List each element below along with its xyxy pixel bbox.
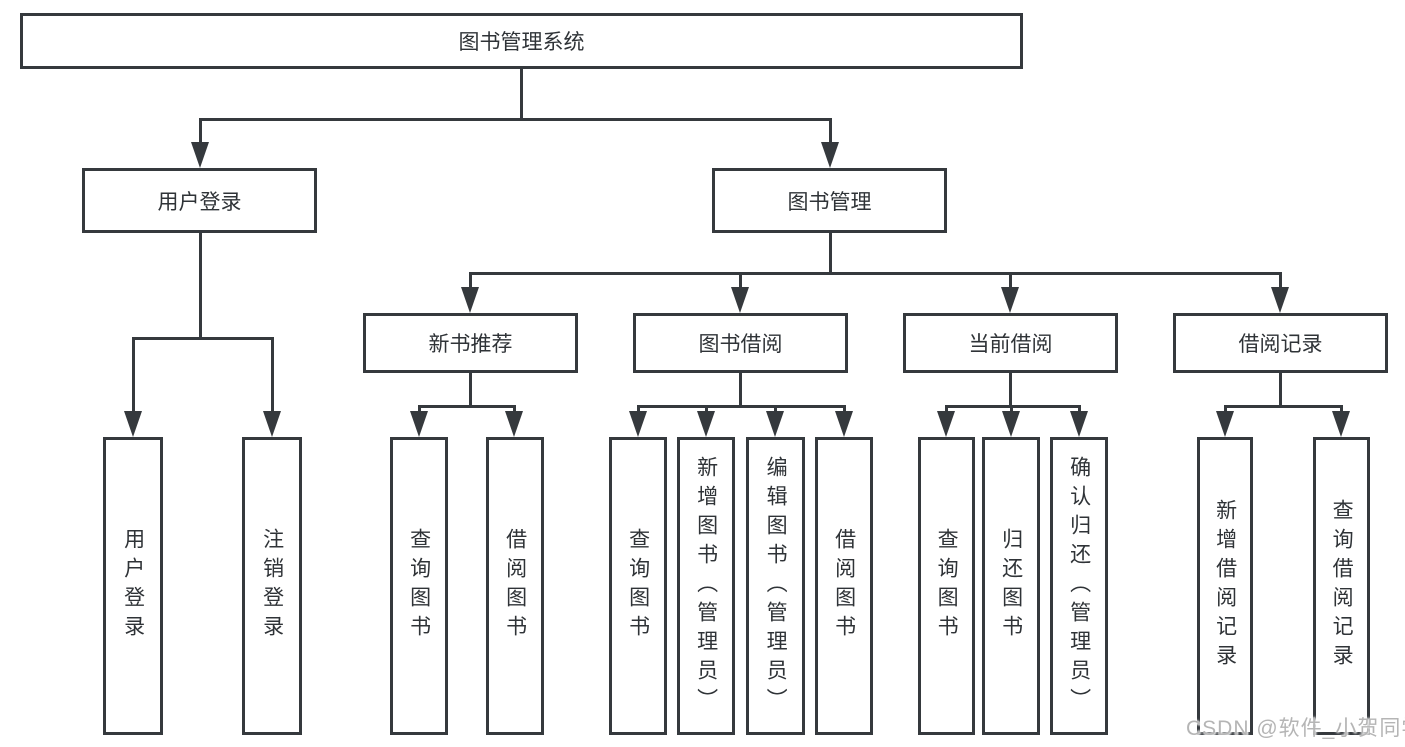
- node-current-borrow-label: 当前借阅: [968, 333, 1053, 356]
- connector-new-book-branch: [418, 405, 516, 408]
- connector-to-user-login: [199, 118, 202, 148]
- connector-borrow-record-stem: [1279, 373, 1282, 406]
- arrow-to-leaf-logout: [263, 411, 281, 437]
- leaf-logout: 注销登录: [242, 437, 302, 735]
- connector-l3-branch: [469, 272, 1282, 275]
- node-new-book-recommend: 新书推荐: [363, 313, 578, 373]
- connector-root-stem: [520, 68, 523, 118]
- leaf-user-login: 用户登录: [103, 437, 163, 735]
- connector-to-borrow-record: [1279, 272, 1282, 294]
- leaf-nb-query-books: 查询图书: [390, 437, 448, 735]
- leaf-cb-confirm-return-admin-label: 确认归还（管理员）: [1067, 455, 1091, 717]
- leaf-br-add-record-label: 新增借阅记录: [1213, 499, 1237, 673]
- leaf-cb-query-books-label: 查询图书: [935, 528, 959, 644]
- connector-book-mgmt-stem: [829, 232, 832, 274]
- leaf-user-login-label: 用户登录: [121, 528, 145, 644]
- leaf-bb-edit-books-admin: 编辑图书（管理员）: [746, 437, 805, 735]
- connector-to-new-book: [469, 272, 472, 294]
- leaf-bb-borrow-books-label: 借阅图书: [832, 528, 856, 644]
- connector-to-book-borrow: [739, 272, 742, 294]
- arrow-to-bb-add: [697, 411, 715, 437]
- leaf-nb-query-books-label: 查询图书: [407, 528, 431, 644]
- node-new-book-recommend-label: 新书推荐: [428, 333, 513, 356]
- node-borrow-record-label: 借阅记录: [1238, 333, 1323, 356]
- node-user-login: 用户登录: [82, 168, 317, 233]
- arrow-to-cb-confirm: [1070, 411, 1088, 437]
- leaf-br-add-record: 新增借阅记录: [1197, 437, 1253, 735]
- leaf-bb-query-books-label: 查询图书: [626, 528, 650, 644]
- leaf-logout-label: 注销登录: [260, 528, 284, 644]
- arrow-to-book-borrow: [731, 287, 749, 313]
- connector-book-borrow-stem: [739, 373, 742, 406]
- leaf-bb-borrow-books: 借阅图书: [815, 437, 873, 735]
- leaf-br-query-record: 查询借阅记录: [1313, 437, 1370, 735]
- node-borrow-record: 借阅记录: [1173, 313, 1388, 373]
- leaf-bb-query-books: 查询图书: [609, 437, 667, 735]
- arrow-to-br-query: [1332, 411, 1350, 437]
- connector-l2-branch: [199, 118, 832, 121]
- connector-to-leaf-user-login: [132, 337, 135, 417]
- arrow-to-cb-return: [1002, 411, 1020, 437]
- watermark-text: CSDN @软件_小贺同学: [1186, 717, 1405, 740]
- arrow-to-br-add: [1216, 411, 1234, 437]
- arrow-to-nb-query: [410, 411, 428, 437]
- node-book-borrow-label: 图书借阅: [698, 333, 783, 356]
- connector-current-borrow-stem: [1009, 373, 1012, 406]
- leaf-bb-edit-books-admin-label: 编辑图书（管理员）: [764, 455, 788, 717]
- node-user-login-label: 用户登录: [157, 190, 242, 214]
- leaf-cb-return-books-label: 归还图书: [999, 528, 1023, 644]
- node-book-mgmt-label: 图书管理: [787, 190, 872, 214]
- arrow-to-nb-borrow: [505, 411, 523, 437]
- arrow-to-leaf-user-login: [124, 411, 142, 437]
- node-book-borrow: 图书借阅: [633, 313, 848, 373]
- leaf-cb-return-books: 归还图书: [982, 437, 1040, 735]
- node-root-label: 图书管理系统: [458, 31, 585, 54]
- leaf-cb-confirm-return-admin: 确认归还（管理员）: [1050, 437, 1108, 735]
- node-root: 图书管理系统: [20, 13, 1023, 69]
- arrow-to-borrow-record: [1271, 287, 1289, 313]
- connector-new-book-stem: [469, 373, 472, 406]
- arrow-to-current-borrow: [1001, 287, 1019, 313]
- leaf-br-query-record-label: 查询借阅记录: [1330, 499, 1354, 673]
- arrow-to-book-mgmt: [821, 142, 839, 168]
- arrow-to-bb-borrow: [835, 411, 853, 437]
- node-book-mgmt: 图书管理: [712, 168, 947, 233]
- connector-book-borrow-branch: [637, 405, 846, 408]
- arrow-to-user-login: [191, 142, 209, 168]
- leaf-bb-add-books-admin-label: 新增图书（管理员）: [694, 455, 718, 717]
- leaf-cb-query-books: 查询图书: [918, 437, 975, 735]
- node-current-borrow: 当前借阅: [903, 313, 1118, 373]
- connector-to-current-borrow: [1009, 272, 1012, 294]
- arrow-to-new-book: [461, 287, 479, 313]
- arrow-to-bb-query: [629, 411, 647, 437]
- leaf-nb-borrow-books-label: 借阅图书: [503, 528, 527, 644]
- connector-to-leaf-logout: [271, 337, 274, 417]
- leaf-nb-borrow-books: 借阅图书: [486, 437, 544, 735]
- arrow-to-bb-edit: [766, 411, 784, 437]
- connector-user-login-branch: [132, 337, 274, 340]
- connector-current-borrow-branch: [945, 405, 1081, 408]
- arrow-to-cb-query: [937, 411, 955, 437]
- connector-user-login-stem: [199, 232, 202, 337]
- connector-borrow-record-branch: [1224, 405, 1343, 408]
- leaf-bb-add-books-admin: 新增图书（管理员）: [677, 437, 735, 735]
- connector-to-book-mgmt: [829, 118, 832, 148]
